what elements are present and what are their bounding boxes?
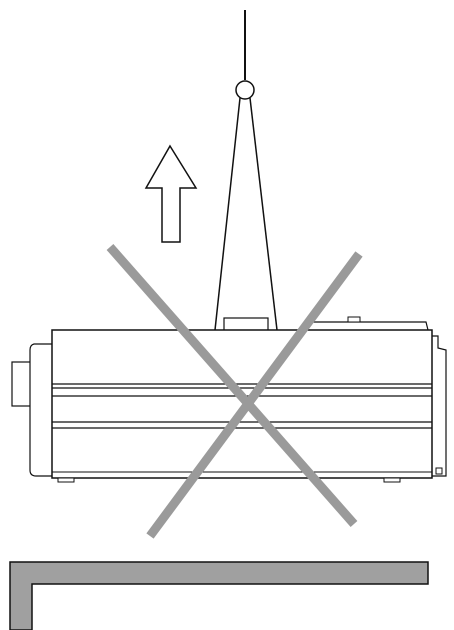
top-panel: [307, 321, 429, 331]
prohibition-stroke-1: [106, 244, 358, 527]
hook-ring-icon: [235, 80, 255, 100]
projector-body: [11, 316, 447, 483]
prohibition-cross-icon: [106, 244, 363, 539]
foot-left: [57, 477, 75, 483]
main-housing: [51, 329, 433, 479]
lens-housing: [11, 361, 33, 407]
rear-port: [435, 467, 443, 475]
prohibition-stroke-2: [146, 251, 363, 539]
sling-line-left: [214, 97, 241, 331]
top-button: [347, 316, 361, 323]
top-handle: [223, 317, 269, 332]
rear-bezel: [432, 335, 447, 477]
foot-right: [383, 477, 401, 483]
front-bezel: [29, 343, 52, 477]
mounting-surface: [9, 561, 429, 630]
sling-line-right: [249, 97, 278, 331]
up-arrow-icon: [144, 144, 198, 243]
